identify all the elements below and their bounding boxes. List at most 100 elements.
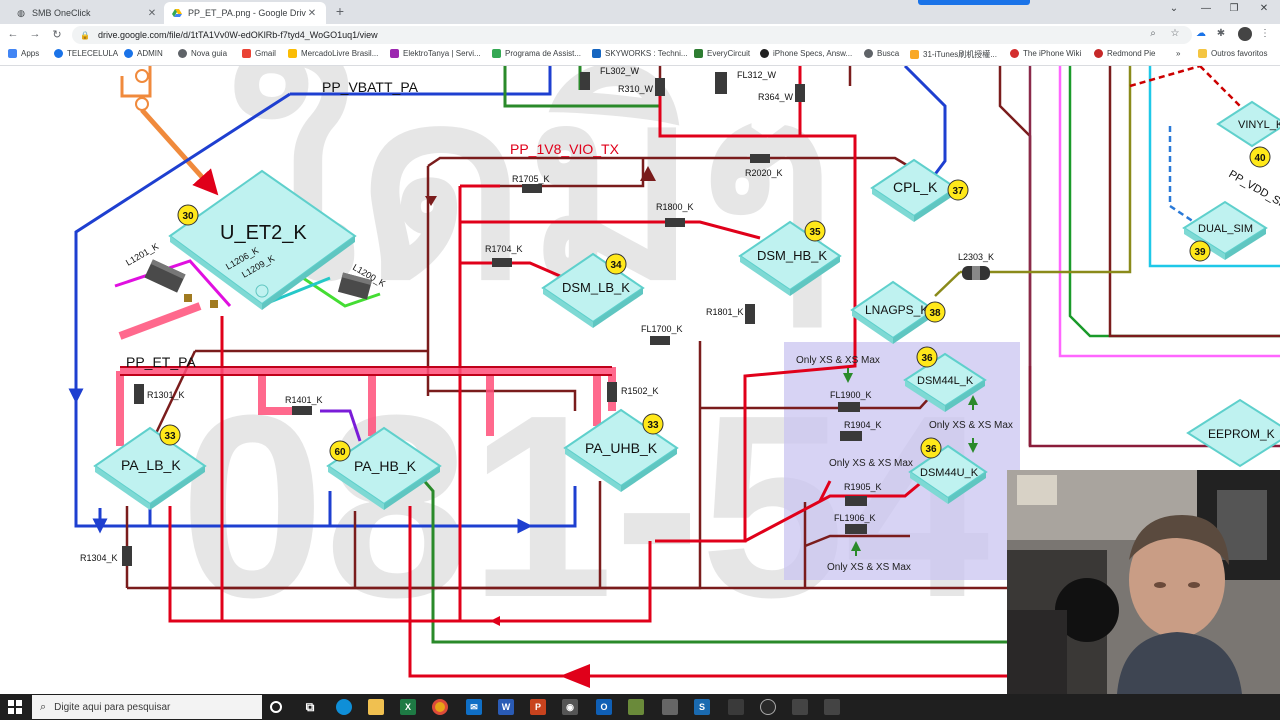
itunes-icon xyxy=(910,50,919,59)
chip-pa-hb[interactable]: PA_HB_K xyxy=(326,426,442,510)
file-explorer-icon[interactable] xyxy=(368,699,384,715)
chip-u-et2[interactable]: U_ET2_K L1206_K L1209_K xyxy=(168,169,357,310)
blue-vbatt-bus xyxy=(68,66,947,534)
bookmark-iphone-specs[interactable]: iPhone Specs, Answ... xyxy=(760,49,852,58)
terminal-icon[interactable] xyxy=(728,699,744,715)
back-arrow-icon[interactable]: ← xyxy=(7,28,19,40)
chip-label: DSM_HB_K xyxy=(757,248,827,263)
chip-vinyl[interactable]: VINYL_K xyxy=(1216,100,1280,148)
orange-feed xyxy=(120,66,219,196)
cloud-extension-icon[interactable]: ☁ xyxy=(1196,28,1206,39)
taskbar-search-input[interactable]: ⌕ Digite aqui para pesquisar xyxy=(32,695,262,719)
close-icon[interactable]: ✕ xyxy=(147,7,157,19)
svg-text:R1705_K: R1705_K xyxy=(512,174,550,184)
forward-arrow-icon[interactable]: → xyxy=(29,28,41,40)
bookmark-telecelula[interactable]: TELECELULA xyxy=(54,49,118,58)
apple-icon xyxy=(760,49,769,58)
inductors xyxy=(144,259,990,300)
powerpoint-icon[interactable]: P xyxy=(530,699,546,715)
outlook-icon[interactable]: O xyxy=(596,699,612,715)
close-icon[interactable]: ✕ xyxy=(307,7,317,19)
tab-smb-oneclick[interactable]: ◍ SMB OneClick ✕ xyxy=(8,2,166,24)
svg-text:60: 60 xyxy=(334,447,346,458)
obs-icon[interactable] xyxy=(760,699,776,715)
globe-icon: ◍ xyxy=(17,8,25,18)
chip-dsm-hb[interactable]: DSM_HB_K xyxy=(738,220,842,296)
bookmark-nova-guia[interactable]: Nova guia xyxy=(178,49,227,58)
bookmark-label: Redmond Pie xyxy=(1107,49,1156,58)
camera-icon[interactable]: ◉ xyxy=(562,699,578,715)
bookmark-iphone-wiki[interactable]: The iPhone Wiki xyxy=(1010,49,1081,58)
close-window-icon[interactable]: ✕ xyxy=(1259,3,1269,14)
tab-search-icon[interactable]: ⌄ xyxy=(1169,3,1179,14)
notepad-icon[interactable] xyxy=(628,699,644,715)
svg-text:35: 35 xyxy=(809,227,821,238)
cmd-icon[interactable] xyxy=(792,699,808,715)
search-icon xyxy=(864,49,873,58)
excel-icon[interactable]: X xyxy=(400,699,416,715)
tab-google-drive[interactable]: PP_ET_PA.png - Google Drive ✕ xyxy=(164,2,326,24)
minimize-icon[interactable]: — xyxy=(1201,3,1211,14)
mail-icon[interactable]: ✉ xyxy=(466,699,482,715)
chip-label: EEPROM_K xyxy=(1208,427,1275,441)
word-icon[interactable]: W xyxy=(498,699,514,715)
device-icon[interactable] xyxy=(824,699,840,715)
svg-text:36: 36 xyxy=(925,444,937,455)
bookmark-elektrotanya[interactable]: ElektroTanya | Servi... xyxy=(390,49,481,58)
bookmark-label: Busca xyxy=(877,49,900,58)
svg-text:33: 33 xyxy=(647,420,659,431)
puzzle-icon[interactable]: ✱ xyxy=(1216,28,1226,39)
star-icon[interactable]: ☆ xyxy=(1170,28,1180,39)
chip-label: VINYL_K xyxy=(1238,119,1280,131)
bookmarks-overflow-icon[interactable]: » xyxy=(1176,49,1181,58)
magenta-trace xyxy=(114,259,232,307)
bookmark-skyworks[interactable]: SKYWORKS : Techni... xyxy=(592,49,688,58)
badge-dsm-hb: 35 xyxy=(804,220,826,242)
chip-pa-lb[interactable]: PA_LB_K xyxy=(93,426,207,510)
task-view-icon[interactable]: ⧉ xyxy=(305,700,315,714)
bookmark-apps[interactable]: Apps xyxy=(8,49,39,58)
edge-icon[interactable] xyxy=(336,699,352,715)
address-bar[interactable]: 🔒 drive.google.com/file/d/1tTA1Vv0W-edOK… xyxy=(72,26,1192,44)
tab-label: SMB OneClick xyxy=(32,8,91,18)
chip-lnagps[interactable]: LNAGPS_K xyxy=(850,280,936,344)
chrome-icon[interactable] xyxy=(432,699,448,715)
windows-start-icon[interactable] xyxy=(8,700,22,714)
lock-icon: 🔒 xyxy=(80,30,90,40)
bookmark-mercadolivre[interactable]: MercadoLivre Brasil... xyxy=(288,49,378,58)
globe-icon xyxy=(124,49,133,58)
bookmark-itunes[interactable]: 31-iTunes刷机授權... xyxy=(910,49,997,60)
bookmark-admin[interactable]: ADMIN xyxy=(124,49,163,58)
svg-text:R1905_K: R1905_K xyxy=(844,482,882,492)
net-label-vdd-sim: PP_VDD_SIM xyxy=(1227,168,1280,213)
cortana-icon[interactable] xyxy=(270,701,282,713)
bookmark-label: ADMIN xyxy=(137,49,163,58)
chip-cpl[interactable]: CPL_K xyxy=(870,158,958,222)
new-tab-button[interactable]: + xyxy=(335,3,345,19)
net-label-et-pa: PP_ET_PA xyxy=(126,354,196,370)
zoom-icon[interactable]: ⌕ xyxy=(1150,28,1156,39)
bookmark-busca[interactable]: Busca xyxy=(864,49,899,58)
tab-strip: ◍ SMB OneClick ✕ PP_ET_PA.png - Google D… xyxy=(0,0,1280,24)
restore-icon[interactable]: ❐ xyxy=(1229,3,1239,14)
menu-dots-icon[interactable]: ⋮ xyxy=(1260,28,1270,39)
bookmark-redmond-pie[interactable]: Redmond Pie xyxy=(1094,49,1155,58)
svg-text:FL302_W: FL302_W xyxy=(600,66,640,76)
drive-image-viewer[interactable]: ใดมิๆ 081-54 xyxy=(0,66,1280,694)
bookmark-label: Programa de Assist... xyxy=(505,49,582,58)
bookmark-programa[interactable]: Programa de Assist... xyxy=(492,49,581,58)
chip-eeprom[interactable]: EEPROM_K xyxy=(1186,398,1280,468)
bookmark-everycircuit[interactable]: EveryCircuit xyxy=(694,49,750,58)
avatar[interactable] xyxy=(1238,27,1252,41)
olive-trace xyxy=(934,271,961,297)
app-icon[interactable] xyxy=(662,699,678,715)
skype-icon[interactable]: S xyxy=(694,699,710,715)
chip-label: DSM44U_K xyxy=(920,467,979,479)
bookmark-other[interactable]: Outros favoritos xyxy=(1198,49,1267,58)
chip-label: PA_HB_K xyxy=(354,458,417,474)
bookmark-gmail[interactable]: Gmail xyxy=(242,49,276,58)
globe-icon xyxy=(178,49,187,58)
chip-dual-sim[interactable]: DUAL_SIM xyxy=(1182,200,1268,260)
reload-icon[interactable]: ↻ xyxy=(52,29,62,41)
